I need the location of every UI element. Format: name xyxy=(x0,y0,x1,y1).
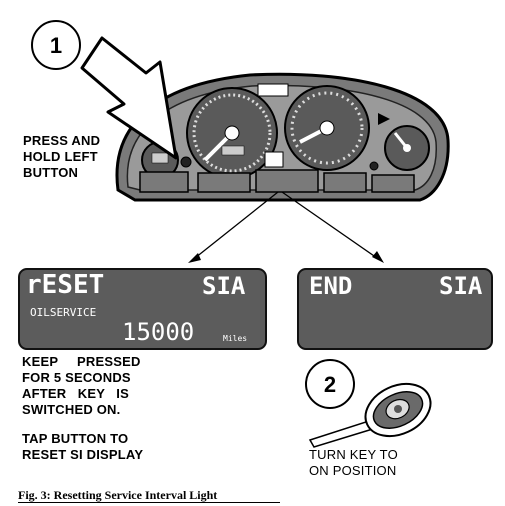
keep-pressed-line-3: AFTER KEY IS xyxy=(22,386,129,401)
leader-arrows xyxy=(188,191,384,263)
step-1-number: 1 xyxy=(50,33,62,58)
caption-underline xyxy=(18,502,280,503)
service-label: OILSERVICE xyxy=(30,306,97,319)
speedometer xyxy=(186,87,278,179)
press-hold-line-2: HOLD LEFT xyxy=(23,149,98,164)
step-2-badge: 2 xyxy=(305,359,355,409)
reset-title: rESET xyxy=(26,270,105,300)
step-1-badge: 1 xyxy=(31,20,81,70)
lower-display-left xyxy=(139,171,189,193)
reset-mode: SIA xyxy=(202,272,246,300)
keep-pressed-line-2: FOR 5 SECONDS xyxy=(22,370,131,385)
tap-button-line-1: TAP BUTTON TO xyxy=(22,431,129,446)
distance-unit: Miles xyxy=(223,334,248,343)
lower-display-center xyxy=(255,169,319,193)
service-distance: 15000 xyxy=(122,318,195,346)
lower-display-odometer xyxy=(197,172,251,193)
end-title: END xyxy=(309,272,353,300)
step-2-number: 2 xyxy=(324,372,336,397)
press-hold-line-3: BUTTON xyxy=(23,165,79,180)
right-button[interactable] xyxy=(369,161,379,171)
instrument-cluster xyxy=(115,72,450,202)
reset-sia-display: rESET SIA OILSERVICE 15000 Miles xyxy=(18,268,267,350)
tap-button-line-2: RESET SI DISPLAY xyxy=(22,447,144,462)
end-sia-display: END SIA xyxy=(297,268,493,350)
key-icon xyxy=(308,382,432,448)
figure-caption: Fig. 3: Resetting Service Interval Light xyxy=(18,488,218,502)
tachometer xyxy=(284,85,370,171)
left-reset-button[interactable] xyxy=(180,156,192,168)
indicator-lamp-top xyxy=(257,83,289,97)
lower-display-right xyxy=(371,174,415,193)
turn-key-line-2: ON POSITION xyxy=(309,463,397,478)
fuel-gauge xyxy=(378,113,430,171)
turn-key-line-1: TURN KEY TO xyxy=(309,447,398,462)
keep-pressed-line-1: KEEP PRESSED xyxy=(22,354,141,369)
keep-pressed-line-4: SWITCHED ON. xyxy=(22,402,121,417)
press-arrow xyxy=(80,36,178,160)
press-hold-line-1: PRESS AND xyxy=(23,133,101,148)
lower-display-gear xyxy=(323,172,367,193)
end-mode: SIA xyxy=(439,272,483,300)
